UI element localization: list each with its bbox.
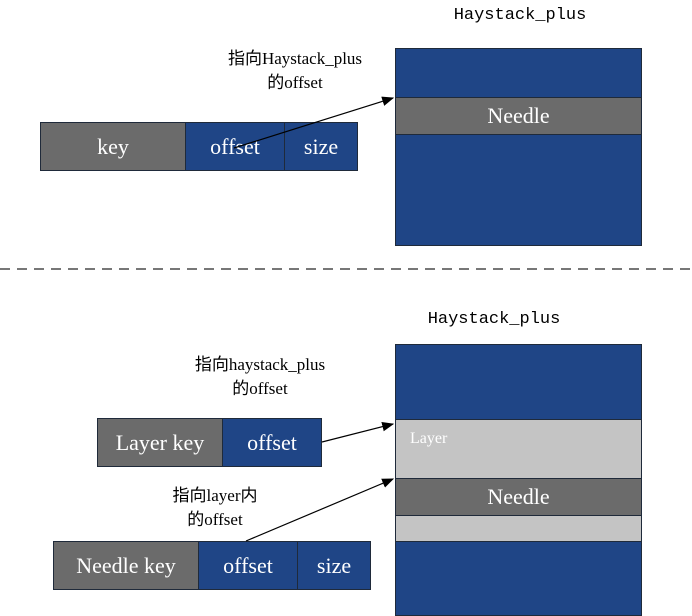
bottom-haystack-title: Haystack_plus — [427, 310, 561, 329]
top-offset-label: offset — [210, 133, 260, 159]
layer-key-cell: Layer key — [97, 418, 223, 467]
layer-offset-arrow — [321, 422, 395, 443]
needle-size-label: size — [316, 552, 352, 578]
top-annotation-line2: 的offset — [267, 73, 323, 92]
needle-size-cell: size — [297, 541, 371, 590]
top-offset-cell: offset — [185, 122, 285, 171]
bottom-annotation-1-line2: 的offset — [232, 379, 288, 398]
bottom-layer-label: Layer — [410, 430, 448, 447]
top-needle-block: Needle — [395, 97, 642, 135]
bottom-annotation-1: 指向haystack_plus 的offset — [155, 353, 365, 401]
needle-offset-cell: offset — [198, 541, 298, 590]
bottom-annotation-2: 指向layer内 的offset — [130, 484, 300, 532]
top-offset-arrow — [233, 96, 395, 149]
top-size-label: size — [303, 133, 339, 159]
bottom-annotation-2-line1: 指向layer内 — [172, 486, 258, 505]
top-annotation: 指向Haystack_plus 的offset — [190, 47, 400, 95]
top-key-cell: key — [40, 122, 186, 171]
needle-offset-arrow — [245, 478, 395, 542]
top-size-cell: size — [284, 122, 358, 171]
layer-offset-label: offset — [247, 429, 297, 455]
needle-offset-label: offset — [223, 552, 273, 578]
top-needle-label: Needle — [487, 103, 550, 128]
needle-key-label: Needle key — [76, 552, 176, 578]
bottom-needle-block: Needle — [395, 478, 642, 516]
layer-key-label: Layer key — [115, 429, 205, 455]
bottom-annotation-1-line1: 指向haystack_plus — [194, 355, 326, 374]
layer-offset-cell: offset — [222, 418, 322, 467]
top-haystack-block — [395, 48, 642, 246]
needle-key-cell: Needle key — [53, 541, 199, 590]
top-haystack-title: Haystack_plus — [453, 6, 587, 25]
bottom-needle-label: Needle — [487, 484, 550, 509]
top-key-label: key — [97, 133, 129, 159]
bottom-annotation-2-line2: 的offset — [187, 510, 243, 529]
top-annotation-line1: 指向Haystack_plus — [227, 49, 363, 68]
